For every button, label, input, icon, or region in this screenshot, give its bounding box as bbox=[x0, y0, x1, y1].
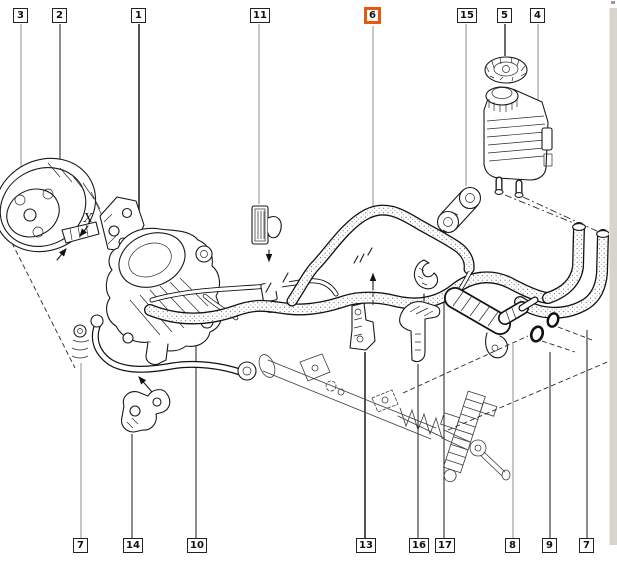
steering-rack-ghost bbox=[258, 353, 511, 483]
callout-2[interactable]: 2 bbox=[52, 8, 67, 23]
callout-11[interactable]: 11 bbox=[250, 8, 270, 23]
reservoir-bracket-15 bbox=[436, 186, 482, 234]
x-label: X bbox=[83, 211, 93, 225]
construction-lines bbox=[402, 194, 613, 431]
callout-7-right[interactable]: 7 bbox=[579, 538, 594, 553]
callout-16[interactable]: 16 bbox=[409, 538, 429, 553]
hose-clip-11 bbox=[251, 205, 282, 263]
callout-8[interactable]: 8 bbox=[505, 538, 520, 553]
callout-14[interactable]: 14 bbox=[123, 538, 143, 553]
reservoir bbox=[483, 86, 553, 198]
callout-17[interactable]: 17 bbox=[435, 538, 455, 553]
leader-lines bbox=[20, 24, 588, 538]
callout-4[interactable]: 4 bbox=[530, 8, 545, 23]
bracket-16 bbox=[399, 301, 441, 363]
callout-7-left[interactable]: 7 bbox=[73, 538, 88, 553]
callout-3[interactable]: 3 bbox=[13, 8, 28, 23]
callout-6-selected[interactable]: 6 bbox=[364, 7, 381, 24]
reservoir-cap bbox=[484, 56, 528, 84]
vertical-scrollbar[interactable] bbox=[609, 8, 617, 545]
clearance-annotation: X bbox=[11, 211, 93, 369]
callout-1[interactable]: 1 bbox=[131, 8, 146, 23]
pump bbox=[105, 227, 223, 366]
hose-bundle bbox=[144, 204, 610, 325]
callout-15[interactable]: 15 bbox=[457, 8, 477, 23]
scrollbar-notch bbox=[611, 1, 615, 4]
callout-13[interactable]: 13 bbox=[356, 538, 376, 553]
pulley bbox=[0, 157, 105, 253]
suction-pipe-7 bbox=[71, 314, 257, 381]
callout-5[interactable]: 5 bbox=[497, 8, 512, 23]
bracket-14 bbox=[121, 376, 171, 433]
clip-17 bbox=[413, 259, 439, 302]
callout-10[interactable]: 10 bbox=[187, 538, 207, 553]
bracket-13 bbox=[349, 302, 376, 351]
valve-union bbox=[444, 270, 593, 359]
callout-9[interactable]: 9 bbox=[542, 538, 557, 553]
